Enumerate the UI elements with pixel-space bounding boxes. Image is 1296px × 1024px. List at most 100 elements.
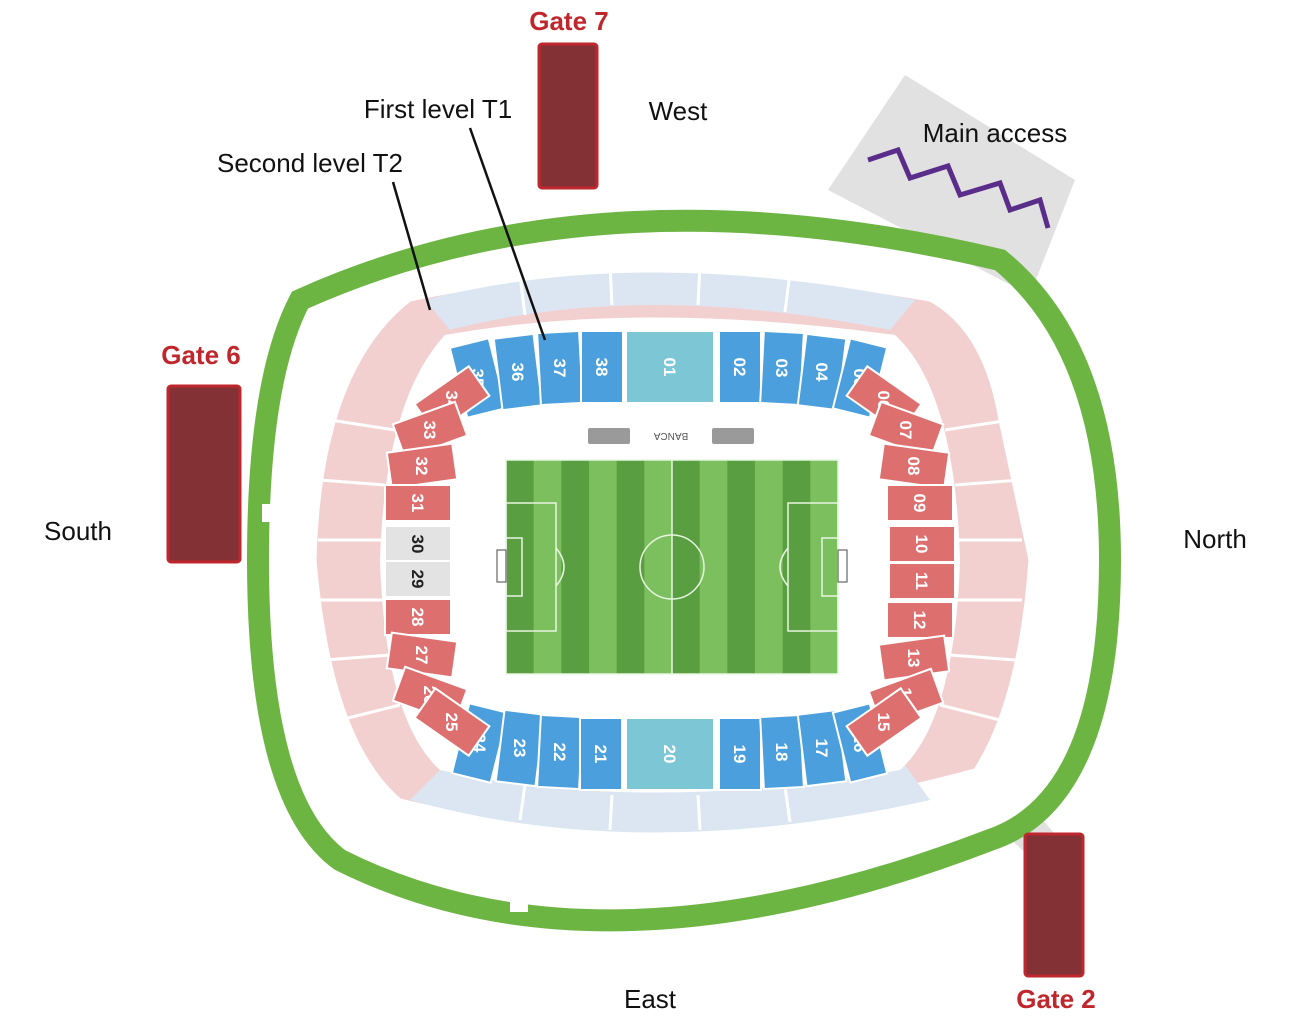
section-19[interactable]: 19 <box>718 717 762 791</box>
section-block[interactable] <box>625 330 715 404</box>
section-block[interactable] <box>718 330 762 404</box>
section-30[interactable]: 30 <box>384 525 452 563</box>
section-block[interactable] <box>845 686 923 758</box>
section-label: 38 <box>592 358 611 377</box>
goal-left <box>496 549 507 583</box>
south-label: South <box>44 516 112 546</box>
section-15[interactable]: 15 <box>845 686 923 758</box>
section-label: 21 <box>591 745 610 764</box>
first-level-left-stand: 34333231302928272625 <box>384 364 491 758</box>
section-32[interactable]: 32 <box>385 442 459 490</box>
pitch-stripe <box>561 460 590 674</box>
section-08[interactable]: 08 <box>877 442 951 490</box>
section-02[interactable]: 02 <box>718 330 762 404</box>
section-13[interactable]: 13 <box>877 634 951 682</box>
main-access-ramp <box>828 75 1075 295</box>
pitch-stripe <box>810 460 839 674</box>
section-label: 09 <box>910 494 929 513</box>
section-label: 30 <box>408 535 427 554</box>
pitch-stripe <box>672 460 701 674</box>
section-21[interactable]: 21 <box>579 717 623 791</box>
section-label: 22 <box>550 743 569 762</box>
west-label: West <box>649 96 709 126</box>
section-label: 31 <box>408 494 427 513</box>
ring-notch <box>510 896 528 912</box>
second-level-label: Second level T2 <box>217 148 403 178</box>
second-level-pointer <box>391 181 432 311</box>
ring-notch <box>560 196 578 212</box>
section-03[interactable]: 03 <box>759 329 805 407</box>
section-label: 32 <box>412 457 431 476</box>
section-block[interactable] <box>579 717 623 791</box>
ring-notch <box>262 504 278 522</box>
section-label: 03 <box>772 359 791 378</box>
section-block[interactable] <box>886 601 954 639</box>
section-31[interactable]: 31 <box>384 484 452 522</box>
section-label: 02 <box>730 358 749 377</box>
section-block[interactable] <box>384 560 452 598</box>
section-block[interactable] <box>718 717 762 791</box>
section-label: 12 <box>910 611 929 630</box>
ring-notch <box>994 796 1010 814</box>
section-38[interactable]: 38 <box>580 330 624 404</box>
section-block[interactable] <box>625 717 715 791</box>
second-level-dividers <box>318 264 1022 831</box>
section-label: 18 <box>772 743 791 762</box>
section-01[interactable]: 01 <box>625 330 715 404</box>
section-block[interactable] <box>384 598 452 636</box>
section-29[interactable]: 29 <box>384 560 452 598</box>
section-11[interactable]: 11 <box>888 562 956 600</box>
outer-ring <box>246 209 1122 932</box>
second-level-top-band <box>425 272 915 330</box>
section-37[interactable]: 37 <box>536 329 584 407</box>
first-level-label: First level T1 <box>364 94 512 124</box>
section-22[interactable]: 22 <box>536 713 584 791</box>
section-block[interactable] <box>888 525 956 563</box>
pitch-stripe <box>727 460 756 674</box>
section-label: 04 <box>812 363 831 382</box>
section-23[interactable]: 23 <box>494 708 546 788</box>
pitch-stripe <box>533 460 562 674</box>
section-09[interactable]: 09 <box>886 484 954 522</box>
section-block[interactable] <box>580 330 624 404</box>
section-label: 36 <box>508 363 527 382</box>
section-label: 29 <box>408 570 427 589</box>
section-label: 01 <box>660 358 679 377</box>
section-25[interactable]: 25 <box>413 686 491 758</box>
gate2-block[interactable] <box>1023 832 1085 978</box>
section-27[interactable]: 27 <box>385 631 459 679</box>
section-block[interactable] <box>886 484 954 522</box>
first-level-right-stand: 06070809101112131415 <box>845 364 956 758</box>
section-label: 08 <box>904 457 923 476</box>
section-12[interactable]: 12 <box>886 601 954 639</box>
section-label: 10 <box>912 535 931 554</box>
section-28[interactable]: 28 <box>384 598 452 636</box>
banca-label: BANCA <box>653 430 688 441</box>
section-36[interactable]: 36 <box>492 332 544 412</box>
section-label: 15 <box>874 713 893 732</box>
bench-right <box>712 428 754 444</box>
section-block[interactable] <box>877 442 951 490</box>
pitch <box>506 460 839 674</box>
section-18[interactable]: 18 <box>759 713 805 791</box>
section-33[interactable]: 33 <box>391 400 469 460</box>
section-label: 07 <box>896 421 915 440</box>
section-block[interactable] <box>888 562 956 600</box>
east-label: East <box>624 984 677 1014</box>
section-block[interactable] <box>492 332 544 412</box>
section-20[interactable]: 20 <box>625 717 715 791</box>
section-label: 17 <box>812 739 831 758</box>
gate2-label: Gate 2 <box>1016 984 1096 1014</box>
section-04[interactable]: 04 <box>796 332 848 412</box>
section-block[interactable] <box>413 686 491 758</box>
section-10[interactable]: 10 <box>888 525 956 563</box>
section-label: 28 <box>408 608 427 627</box>
section-07[interactable]: 07 <box>867 400 945 460</box>
gate6-block[interactable] <box>166 384 242 564</box>
pitch-stripe <box>644 460 673 674</box>
section-block[interactable] <box>384 525 452 563</box>
section-block[interactable] <box>385 442 459 490</box>
gate7-block[interactable] <box>537 42 599 190</box>
section-block[interactable] <box>384 484 452 522</box>
